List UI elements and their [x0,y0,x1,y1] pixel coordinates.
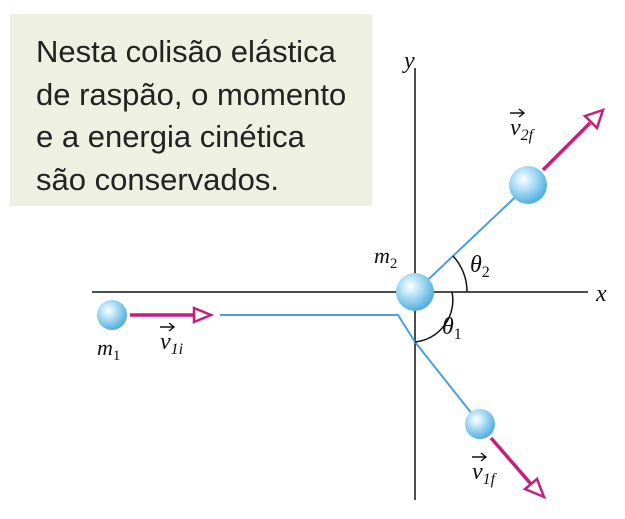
m2-outgoing-path [414,184,529,293]
v1f-label: v1f [472,452,498,488]
caption-box: Nesta colisão elástica de raspão, o mome… [10,14,372,206]
incoming-path [220,314,416,343]
caption-line-3: e a energia cinética [36,119,305,154]
svg-text:v1i: v1i [160,329,183,358]
x-axis-label: x [595,281,607,307]
m2-label: m2 [374,243,397,272]
caption-line-2: de raspão, o momento [36,77,347,112]
ball-m1 [97,300,127,330]
caption-line-4: são conservados. [36,162,279,197]
ball-m2 [396,273,434,311]
vector-v2f-arrow [541,108,605,172]
theta1-arc [414,291,454,343]
ball-m2-final [509,166,547,204]
svg-text:v2f: v2f [510,115,536,144]
ball-m1-final [465,409,495,439]
caption-line-1: Nesta colisão elástica [36,34,336,69]
vector-v1i-arrow [130,306,215,324]
theta2-label: θ2 [470,252,490,281]
m1-outgoing-path [414,341,481,425]
theta2-arc [452,255,468,293]
v2f-label: v2f [510,108,536,144]
theta1-label: θ1 [442,314,462,343]
y-axis-label: y [402,48,415,74]
v1i-label: v1i [160,322,183,358]
vector-v1f-arrow [489,436,547,500]
m1-label: m1 [97,335,120,364]
svg-text:v1f: v1f [472,459,498,488]
